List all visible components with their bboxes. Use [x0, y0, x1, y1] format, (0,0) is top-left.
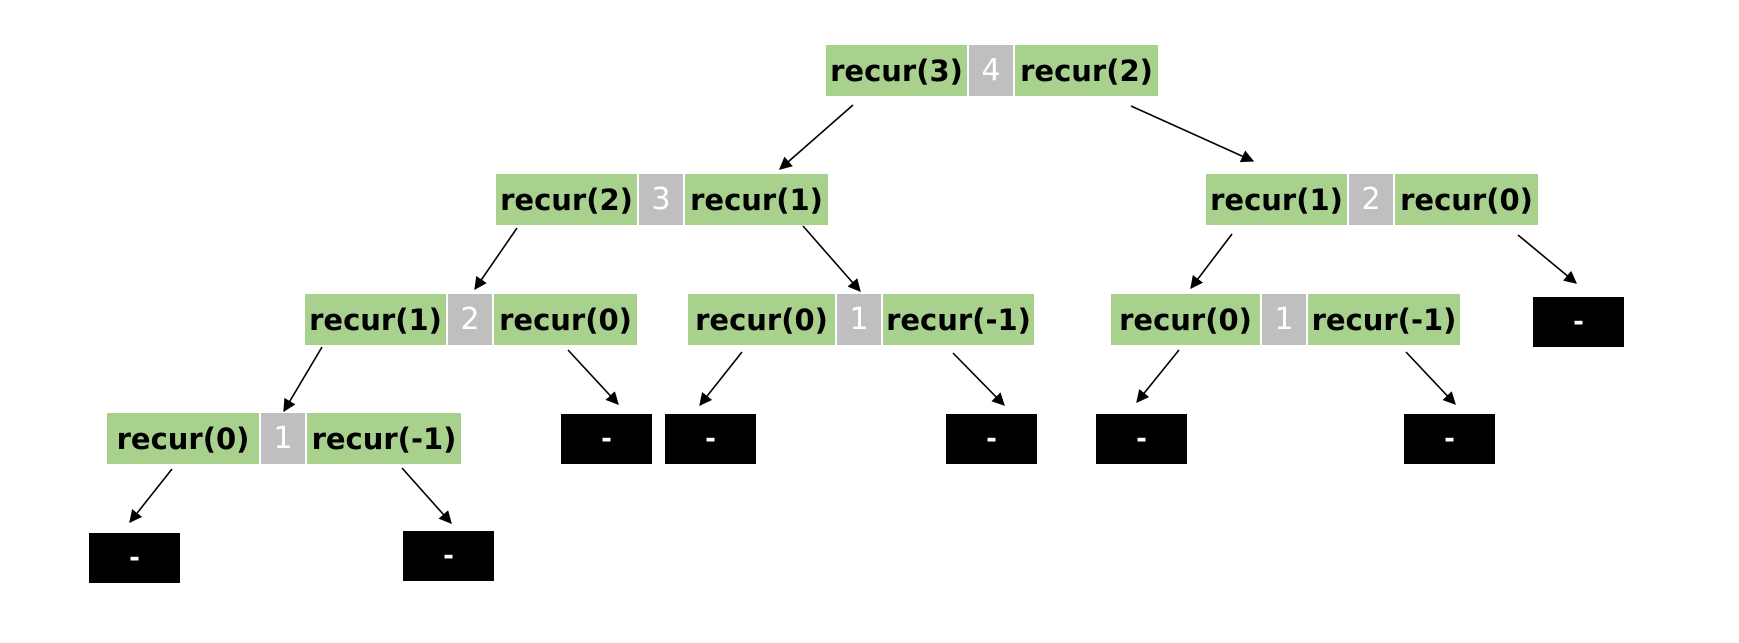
edge-n2-left [283, 346, 323, 413]
node-recur-0-b: recur(0) 1 recur(-1) [688, 294, 1034, 345]
edge-n4-right [401, 467, 452, 524]
node-recur-3: recur(3) 4 recur(2) [826, 45, 1158, 96]
node-left-call: recur(3) [826, 45, 967, 96]
edge-n2-right [567, 349, 619, 405]
node-value: 1 [1262, 294, 1306, 345]
leaf-box: - [403, 531, 494, 581]
node-right-call: recur(-1) [1308, 294, 1460, 345]
node-left-call: recur(2) [496, 174, 637, 225]
node-left-call: recur(0) [107, 413, 259, 464]
node-right-call: recur(-1) [883, 294, 1034, 345]
leaf-box: - [1533, 297, 1624, 347]
edge-n4-left [129, 468, 173, 524]
edge-n5-right [952, 352, 1005, 406]
node-right-call: recur(-1) [307, 413, 461, 464]
node-right-call: recur(0) [494, 294, 637, 345]
leaf-box: - [1096, 414, 1187, 464]
node-value: 2 [448, 294, 492, 345]
leaf-box: - [946, 414, 1037, 464]
node-value: 1 [261, 413, 305, 464]
node-right-call: recur(0) [1395, 174, 1538, 225]
node-left-call: recur(0) [688, 294, 835, 345]
edge-root-left [779, 104, 854, 170]
edge-root-right [1130, 105, 1255, 163]
edge-n5-left [699, 351, 743, 407]
node-recur-0-a: recur(0) 1 recur(-1) [107, 413, 461, 464]
node-right-call: recur(1) [685, 174, 828, 225]
edge-n3-right [1517, 234, 1577, 284]
leaf-box: - [561, 414, 652, 464]
node-value: 2 [1349, 174, 1393, 225]
node-recur-2-left: recur(2) 3 recur(1) [496, 174, 828, 225]
node-left-call: recur(1) [1206, 174, 1347, 225]
edge-n6-left [1136, 349, 1180, 403]
node-left-call: recur(1) [305, 294, 446, 345]
node-recur-1-right: recur(1) 2 recur(0) [1206, 174, 1538, 225]
node-value: 1 [837, 294, 881, 345]
node-right-call: recur(2) [1015, 45, 1158, 96]
node-recur-0-c: recur(0) 1 recur(-1) [1111, 294, 1460, 345]
node-value: 4 [969, 45, 1013, 96]
edge-n6-right [1405, 351, 1456, 405]
edge-n1-left [474, 227, 518, 291]
leaf-box: - [1404, 414, 1495, 464]
node-value: 3 [639, 174, 683, 225]
edge-n1-right [802, 225, 861, 292]
leaf-box: - [665, 414, 756, 464]
node-left-call: recur(0) [1111, 294, 1260, 345]
node-recur-1-left: recur(1) 2 recur(0) [305, 294, 637, 345]
leaf-box: - [89, 533, 180, 583]
edge-n3-left [1190, 233, 1233, 290]
